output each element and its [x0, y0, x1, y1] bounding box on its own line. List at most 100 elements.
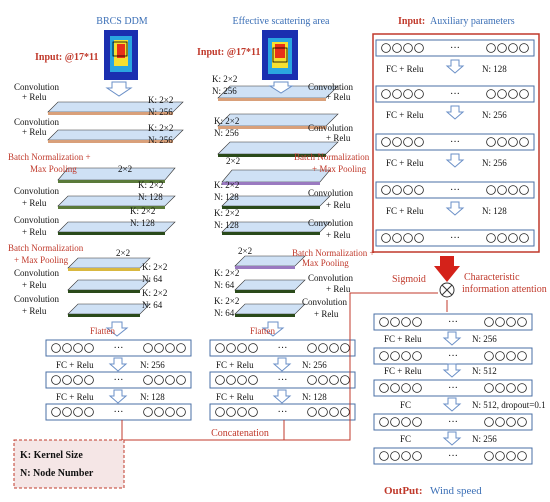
left-n-label: N: 128 [140, 392, 165, 402]
node-row: ··· [209, 403, 356, 421]
svg-text:···: ··· [114, 375, 124, 386]
mid-n-label: N: 128 [302, 392, 327, 402]
down-arrow [445, 201, 465, 216]
mid-n-label: N: 256 [302, 360, 327, 370]
left-op-label: + Relu [22, 92, 47, 102]
left-param-label: K: 2×2 [148, 95, 173, 105]
mid-param-label: 2×2 [238, 246, 252, 256]
left-param-label: K: 2×2 [130, 206, 155, 216]
aux-fc-label: FC + Relu [386, 158, 424, 168]
input-size-left: Input: @17*11 [35, 52, 99, 63]
svg-text:···: ··· [450, 89, 460, 100]
title-scatter: Effective scattering area [233, 16, 331, 27]
svg-text:···: ··· [278, 375, 288, 386]
mid-op-label: Flatten [250, 326, 275, 336]
mid-param-label: N: 256 [214, 128, 239, 138]
left-param-label: 2×2 [116, 248, 130, 258]
mid-op-label: Batch Normalization + [292, 248, 375, 258]
svg-text:···: ··· [448, 417, 458, 428]
left-op-label: Flatten [90, 326, 115, 336]
mid-param-label: 2×2 [226, 156, 240, 166]
head-n-label: N: 512 [472, 366, 497, 376]
svg-text:···: ··· [450, 43, 460, 54]
title-brcs: BRCS DDM [96, 16, 148, 27]
left-param-label: 2×2 [118, 164, 132, 174]
left-cnn-slabs [47, 101, 184, 317]
mid-param-label: N: 128 [214, 220, 239, 230]
aux-n-label: N: 256 [482, 158, 507, 168]
down-arrow [442, 331, 462, 346]
down-arrow [445, 59, 465, 74]
mid-op-label: + Relu [326, 133, 351, 143]
left-param-label: K: 2×2 [148, 123, 173, 133]
aux-n-label: N: 128 [482, 64, 507, 74]
down-arrow [442, 397, 462, 412]
left-param-label: K: 2×2 [142, 288, 167, 298]
svg-text:···: ··· [448, 351, 458, 362]
svg-text:···: ··· [450, 137, 460, 148]
node-row: ··· [375, 39, 535, 57]
left-param-label: K: 2×2 [138, 180, 163, 190]
left-op-label: Batch Normalization [8, 243, 84, 253]
left-op-label: + Max Pooling [14, 255, 69, 265]
left-param-label: N: 128 [130, 218, 155, 228]
left-op-label: + Relu [22, 198, 47, 208]
left-op-label: + Relu [22, 127, 47, 137]
left-param-label: N: 256 [148, 135, 173, 145]
mid-op-label: + Relu [314, 309, 339, 319]
left-fc-label: FC + Relu [56, 360, 94, 370]
svg-text:···: ··· [448, 383, 458, 394]
mid-op-label: Batch Normalization [294, 152, 370, 162]
flow-arrows [105, 81, 294, 337]
legend-kernel: K: Kernel Size [20, 450, 83, 461]
left-param-label: N: 256 [148, 107, 173, 117]
svg-text:···: ··· [450, 233, 460, 244]
output-label: OutPut: [384, 485, 423, 497]
svg-text:···: ··· [278, 343, 288, 354]
node-row: ··· [375, 229, 535, 247]
down-arrow [108, 357, 128, 372]
node-row: ··· [373, 313, 533, 331]
connectors [121, 292, 448, 441]
node-row: ··· [375, 133, 535, 151]
left-op-label: + Relu [22, 227, 47, 237]
brcs-ddm-image [104, 30, 138, 80]
mid-op-label: Convolution [308, 82, 354, 92]
scatter-area-image [262, 30, 298, 80]
left-op-label: Batch Normalization + [8, 152, 91, 162]
mid-op-label: + Relu [326, 200, 351, 210]
mid-op-label: + Relu [326, 284, 351, 294]
head-fc-label: FC + Relu [384, 334, 422, 344]
down-arrow [445, 153, 465, 168]
mid-op-label: Convolution [308, 218, 354, 228]
aux-fc-label: FC + Relu [386, 206, 424, 216]
svg-text:···: ··· [114, 407, 124, 418]
mid-param-label: K: 2×2 [214, 116, 239, 126]
node-row: ··· [373, 413, 533, 431]
aux-n-label: N: 256 [482, 110, 507, 120]
legend-node: N: Node Number [20, 468, 94, 479]
left-op-label: + Relu [22, 306, 47, 316]
down-arrow [272, 389, 292, 404]
svg-text:···: ··· [114, 343, 124, 354]
down-arrow [445, 105, 465, 120]
left-n-label: N: 256 [140, 360, 165, 370]
node-row: ··· [45, 403, 192, 421]
legend-box [13, 439, 125, 489]
node-row: ··· [209, 371, 356, 389]
aux-fc-label: FC + Relu [386, 110, 424, 120]
left-op-label: + Relu [22, 280, 47, 290]
aux-n-label: N: 128 [482, 206, 507, 216]
node-row: ··· [373, 379, 533, 397]
attention-label-2: information attention [462, 284, 547, 295]
left-op-label: Convolution [14, 294, 60, 304]
mid-cnn-slabs [217, 85, 339, 317]
mid-op-label: Convolution [302, 297, 348, 307]
left-op-label: Convolution [14, 186, 60, 196]
head-n-label: N: 256 [472, 334, 497, 344]
mid-op-label: + Relu [326, 230, 351, 240]
node-row: ··· [375, 181, 535, 199]
